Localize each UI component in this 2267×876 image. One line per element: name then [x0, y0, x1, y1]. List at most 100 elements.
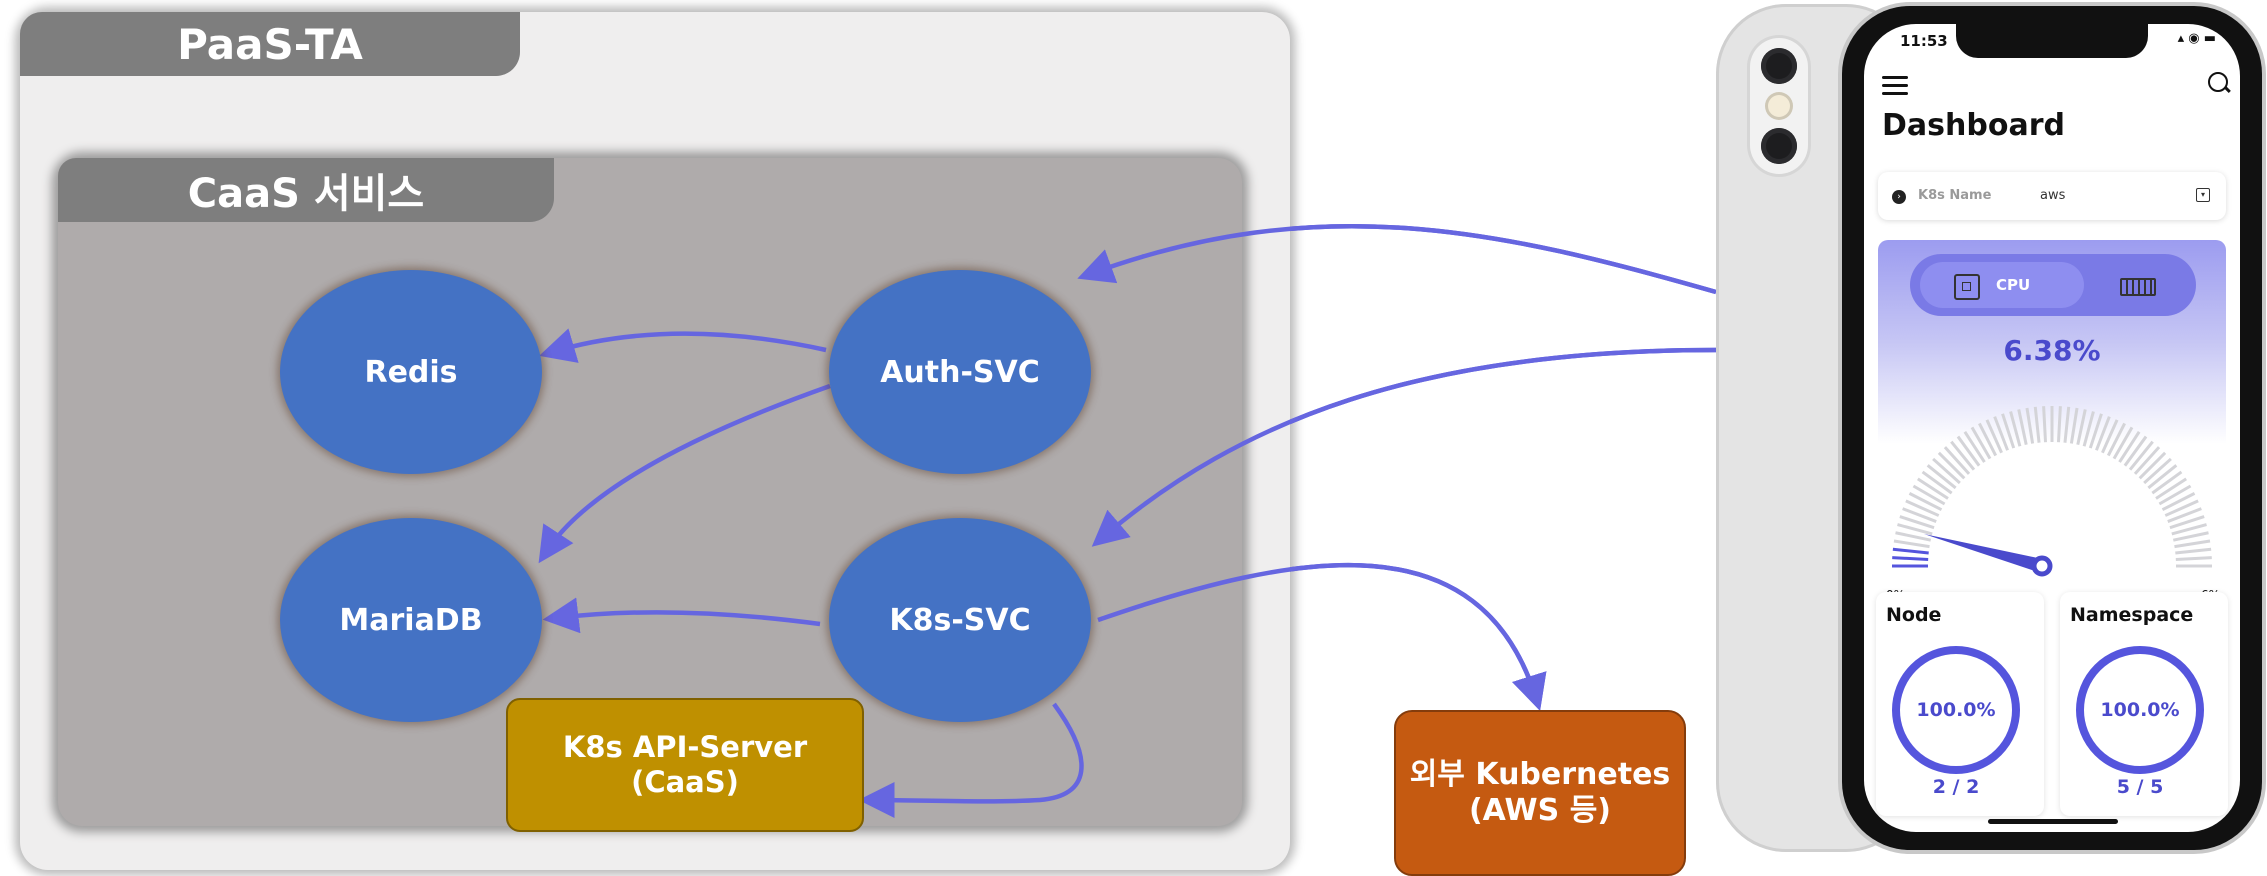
gauge-tick	[2118, 430, 2141, 463]
tab-cpu[interactable]: CPU	[1920, 262, 2084, 308]
cpu-gauge	[1892, 406, 2212, 577]
home-indicator	[1988, 819, 2118, 824]
metric-toggle[interactable]: CPU	[1910, 254, 2196, 316]
node-title: Node	[1886, 604, 1942, 626]
external-kubernetes-box: 외부 Kubernetes (AWS 등)	[1394, 710, 1686, 876]
external-line2: (AWS 등)	[1468, 793, 1612, 828]
gauge-tick	[2069, 407, 2079, 444]
gauge-tick	[1985, 419, 2003, 454]
gauge-tick	[2095, 416, 2111, 451]
node-ring: 100.0%	[1892, 646, 2020, 774]
gauge-tick	[1916, 477, 1949, 500]
phone-notch	[1956, 24, 2148, 58]
camera-lens-icon	[1761, 128, 1797, 164]
gauge-tick	[1897, 523, 1933, 536]
gauge-tick	[2056, 406, 2062, 443]
gauge-tick	[2112, 426, 2134, 460]
k8s-name-label: K8s Name	[1918, 188, 1992, 203]
cpu-tab-label: CPU	[1996, 276, 2031, 294]
status-time: 11:53	[1900, 32, 1948, 50]
gauge-tick	[2151, 470, 2183, 495]
cpu-percent-value: 6.38%	[2003, 334, 2101, 367]
gauge-tick	[2161, 492, 2196, 512]
gauge-tick	[2017, 409, 2028, 446]
gauge-tick	[1921, 470, 1953, 495]
gauge-tick	[2164, 499, 2199, 517]
gauge-tick	[1895, 531, 1932, 542]
phone-mockup: 11:53 ▴ ◉ ▬ Dashboard › K8s Name aws ▾ C…	[1716, 4, 2262, 852]
k8s-name-selector[interactable]: › K8s Name aws ▾	[1878, 172, 2226, 220]
camera-bump	[1750, 38, 1808, 174]
gauge-tick	[2025, 407, 2035, 444]
gauge-tick	[2175, 547, 2212, 555]
memory-icon[interactable]	[2120, 278, 2156, 296]
node-count: 2 / 2	[1932, 776, 1980, 798]
gauge-tick	[1902, 507, 1937, 523]
gauge-tick	[2133, 446, 2161, 475]
paas-ta-title: PaaS-TA	[20, 12, 520, 76]
gauge-tick	[1899, 515, 1935, 530]
gauge-tick	[1950, 440, 1976, 471]
phone-screen: 11:53 ▴ ◉ ▬ Dashboard › K8s Name aws ▾ C…	[1864, 24, 2240, 832]
gauge-tick	[1993, 416, 2009, 451]
gauge-tick	[2172, 531, 2209, 542]
api-server-line2: (CaaS)	[631, 765, 739, 799]
gauge-ticks	[1892, 406, 2212, 568]
gauge-tick	[2171, 523, 2207, 536]
gauge-tick	[2001, 413, 2016, 449]
gauge-tick	[2175, 556, 2212, 562]
camera-lens-icon	[1761, 48, 1797, 84]
gauge-tick	[2082, 411, 2095, 447]
dropdown-icon[interactable]: ▾	[2196, 188, 2210, 202]
auth-svc-node: Auth-SVC	[829, 270, 1091, 474]
gauge-tick	[1892, 547, 1929, 555]
node-card: Node 100.0% 2 / 2	[1876, 592, 2044, 816]
gauge-tick	[1943, 446, 1971, 475]
gauge-needle-shape	[1924, 534, 2044, 573]
gauge-tick	[1937, 451, 1966, 480]
mariadb-node: MariaDB	[280, 518, 542, 722]
dashboard-title: Dashboard	[1882, 108, 2065, 143]
gauge-tick	[2147, 464, 2178, 490]
cpu-icon	[1954, 274, 1980, 300]
gauge-tick	[2042, 406, 2048, 443]
gauge-tick	[1908, 492, 1943, 512]
search-icon[interactable]	[2208, 72, 2228, 92]
namespace-ring: 100.0%	[2076, 646, 2204, 774]
menu-icon[interactable]	[1882, 76, 1908, 95]
gauge-tick	[2174, 539, 2211, 549]
gauge-tick	[2076, 409, 2087, 446]
namespace-card: Namespace 100.0% 5 / 5	[2060, 592, 2228, 816]
gauge-tick	[2009, 411, 2022, 447]
gauge-tick	[2138, 451, 2167, 480]
api-server-line1: K8s API-Server	[562, 730, 808, 765]
gauge-tick	[2063, 406, 2071, 443]
k8s-api-server-box: K8s API-Server (CaaS)	[506, 698, 864, 832]
gauge-tick	[1956, 435, 1981, 467]
gauge-tick	[1893, 539, 1930, 549]
redis-node: Redis	[280, 270, 542, 474]
external-line1: 외부 Kubernetes	[1409, 757, 1671, 792]
gauge-tick	[2106, 422, 2126, 457]
gauge-tick	[1963, 430, 1986, 463]
gauge-tick	[1932, 457, 1961, 485]
gauge-tick	[1892, 556, 1929, 562]
gauge-tick	[2167, 507, 2202, 523]
gauge-tick	[2155, 477, 2188, 500]
namespace-count: 5 / 5	[2116, 776, 2164, 798]
gauge-tick	[2088, 413, 2103, 449]
gauge-tick	[1926, 464, 1957, 490]
gauge-tick	[2158, 484, 2192, 506]
gauge-tick	[1905, 499, 1940, 517]
gauge-tick	[1912, 484, 1946, 506]
gauge-tick	[1970, 426, 1992, 460]
caas-service-title: CaaS 서비스	[58, 158, 554, 222]
gauge-tick	[2143, 457, 2172, 485]
gauge-tick	[2101, 419, 2119, 454]
k8s-name-value: aws	[2040, 188, 2066, 203]
gauge-tick	[2033, 406, 2041, 443]
gauge-tick	[1978, 422, 1998, 457]
chevron-right-icon: ›	[1892, 190, 1906, 204]
gauge-tick	[2169, 515, 2205, 530]
